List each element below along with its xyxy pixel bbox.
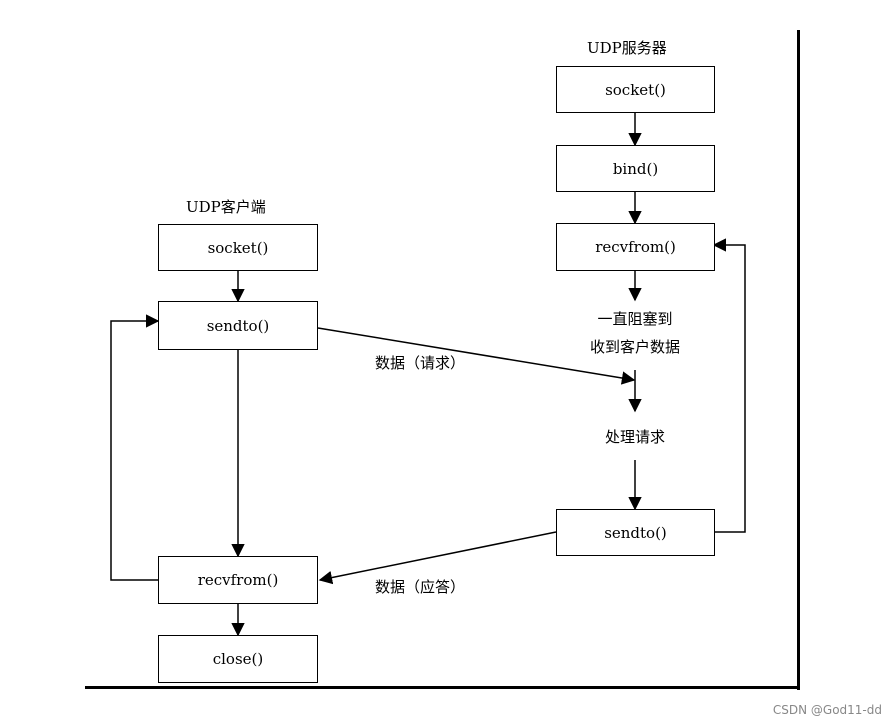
server-socket-box: socket(): [556, 66, 715, 113]
server-sendto-box: sendto(): [556, 509, 715, 556]
blocking-note-line2: 收到客户数据: [589, 338, 680, 356]
arrow-client-loop: [110, 314, 160, 581]
arrow-server-loop: [712, 238, 746, 533]
frame-border-right: [797, 30, 800, 690]
request-label: 数据（请求）: [375, 354, 466, 372]
process-request-label: 处理请求: [604, 428, 665, 446]
server-recvfrom-box: recvfrom(): [556, 223, 715, 271]
server-title: UDP服务器: [587, 39, 667, 57]
blocking-note-line1: 一直阻塞到: [597, 310, 673, 328]
client-recvfrom-box: recvfrom(): [158, 556, 318, 604]
client-title: UDP客户端: [186, 198, 266, 216]
arrow-response: [318, 531, 557, 585]
response-label: 数据（应答）: [375, 578, 466, 596]
arrow-request: [317, 327, 636, 385]
server-bind-box: bind(): [556, 145, 715, 192]
frame-border-bottom: [85, 686, 800, 689]
client-close-box: close(): [158, 635, 318, 683]
watermark: CSDN @God11-dd: [772, 703, 882, 717]
client-socket-box: socket(): [158, 224, 318, 271]
client-sendto-box: sendto(): [158, 301, 318, 350]
